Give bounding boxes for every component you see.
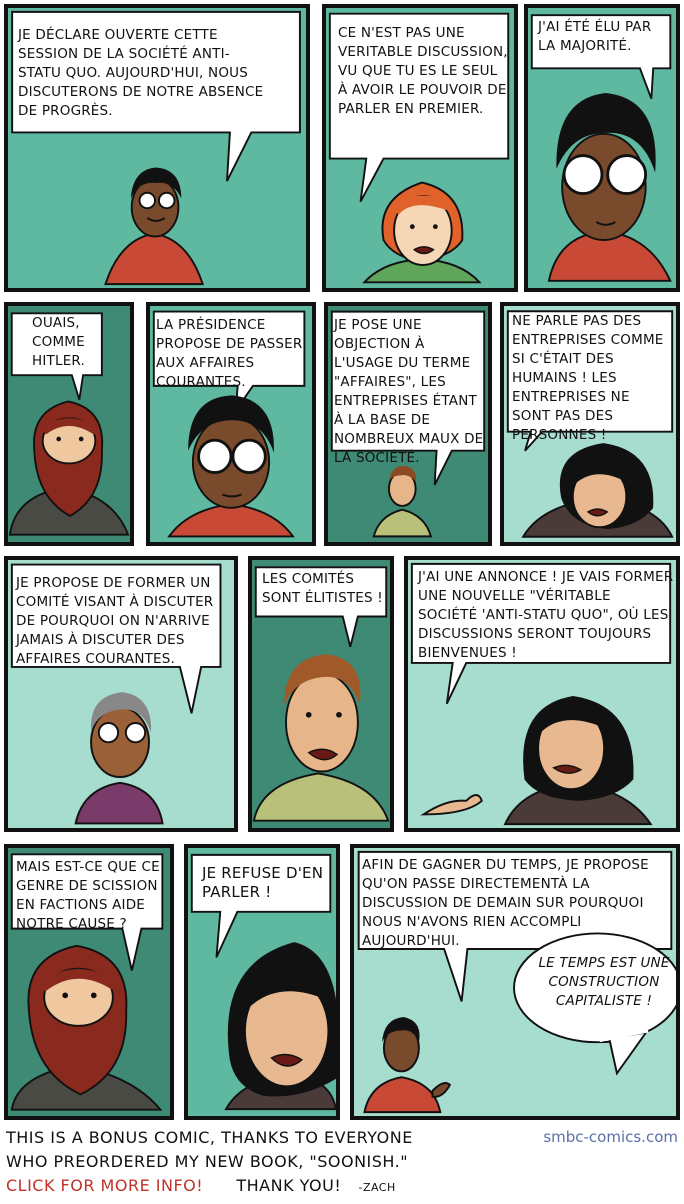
footer-line-1: THIS IS A BONUS COMIC, THANKS TO EVERYON… <box>6 1128 413 1147</box>
speech-bubble-5: La présidence propose de passer aux affa… <box>156 317 303 390</box>
panel-12: Je refuse d'en parler ! <box>184 844 340 1120</box>
speech-bubble-2: Ce n'est pas une veritable discussion, v… <box>338 25 508 117</box>
panel-13: Afin de gagner du temps, je propose qu'o… <box>350 844 680 1120</box>
speech-bubble-8: Je propose de former un comité visant à … <box>16 575 214 667</box>
panel-1-art <box>11 10 301 286</box>
panel-3-art <box>530 14 672 282</box>
panel-8: Je propose de former un comité visant à … <box>4 556 238 832</box>
panel-7-art <box>506 310 674 538</box>
panel-2: Ce n'est pas une veritable discussion, v… <box>322 4 518 292</box>
speech-bubble-1: Je déclare ouverte cette session de la s… <box>18 27 264 119</box>
footer-line-3: CLICK FOR MORE INFO! THANK YOU! -ZACH <box>6 1176 396 1195</box>
panel-8-art <box>10 563 222 825</box>
panel-4: Ouais, comme Hitler. <box>4 302 134 546</box>
panel-12-art <box>190 853 336 1111</box>
speech-bubble-4: Ouais, comme Hitler. <box>32 315 86 369</box>
panel-7: Ne parle pas des entreprises comme si c'… <box>500 302 680 546</box>
panel-6: Je pose une objection à l'usage du terme… <box>324 302 492 546</box>
panel-9: Les comités sont élitistes ! <box>248 556 394 832</box>
speech-bubble-13: Afin de gagner du temps, je propose qu'o… <box>362 857 649 949</box>
speech-bubble-9: Les comités sont élitistes ! <box>262 571 383 606</box>
panel-3: J'ai été élu par la majorité. <box>524 4 680 292</box>
panel-9-art <box>252 566 390 822</box>
signature: -ZACH <box>358 1181 396 1194</box>
speech-bubble-3: J'ai été élu par la majorité. <box>538 19 652 54</box>
more-info-link[interactable]: CLICK FOR MORE INFO! <box>6 1176 204 1195</box>
panel-6-art <box>330 310 486 538</box>
thanks-text: THANK YOU! <box>236 1176 342 1195</box>
panel-10-art <box>410 562 672 826</box>
panel-13-art <box>357 850 676 1114</box>
speech-bubble-11: Mais est-ce que ce genre de scission en … <box>16 859 160 932</box>
footer-line-2: WHO PREORDERED MY NEW BOOK, "SOONISH." <box>6 1152 409 1171</box>
panel-5-art <box>152 310 306 538</box>
speech-bubble-14: Le temps est une construction capitalist… <box>538 955 670 1009</box>
speech-bubble-10: J'ai une annonce ! Je vais former une no… <box>418 569 674 661</box>
panel-10: J'ai une annonce ! Je vais former une no… <box>404 556 680 832</box>
speech-bubble-6: Je pose une objection à l'usage du terme… <box>334 317 484 466</box>
panel-11-art <box>10 853 164 1111</box>
speech-bubble-12: Je refuse d'en parler ! <box>202 864 324 901</box>
panel-5: La présidence propose de passer aux affa… <box>146 302 316 546</box>
panel-4-art <box>8 312 130 536</box>
panel-11: Mais est-ce que ce genre de scission en … <box>4 844 174 1120</box>
panel-2-art <box>328 12 510 284</box>
speech-bubble-7: Ne parle pas des entreprises comme si c'… <box>512 313 664 443</box>
panel-1: Je déclare ouverte cette session de la s… <box>4 4 310 292</box>
site-url[interactable]: smbc-comics.com <box>543 1128 678 1146</box>
